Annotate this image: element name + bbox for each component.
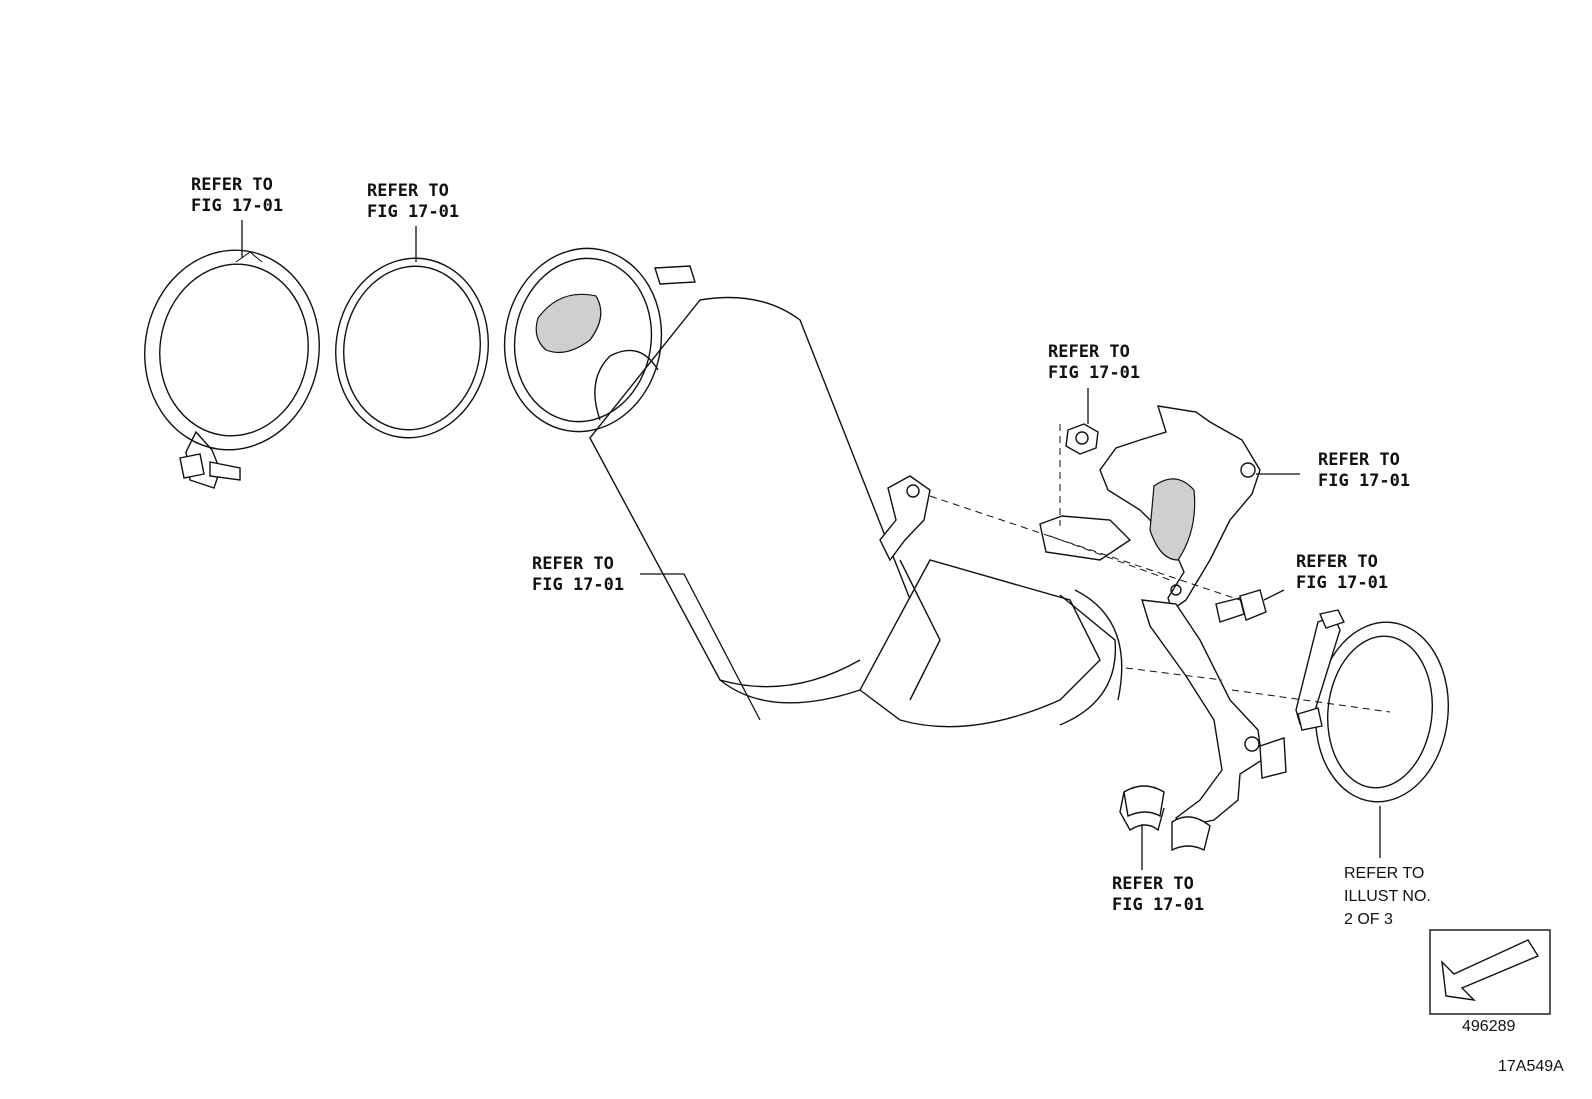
callout-nut-line2: FIG 17-01 xyxy=(1048,363,1141,383)
callout-bracket-line1: REFER TO xyxy=(1318,450,1400,470)
callout-band-line3: 2 OF 3 xyxy=(1344,911,1393,928)
callout-clip-line1: REFER TO xyxy=(1112,874,1194,894)
flange-bolt[interactable] xyxy=(1215,589,1267,623)
callout-bolt-line1: REFER TO xyxy=(1296,552,1378,572)
callout-gasket: REFER TO FIG 17-01 xyxy=(367,181,459,223)
direction-box xyxy=(1429,929,1551,1015)
heat-shield-bracket[interactable] xyxy=(1039,405,1261,612)
exhaust-gasket[interactable] xyxy=(324,248,500,447)
arrow-down-left-icon xyxy=(1441,939,1540,1001)
callout-gasket-line2: FIG 17-01 xyxy=(367,202,460,222)
hex-nut[interactable] xyxy=(1065,423,1099,455)
callout-band: REFER TO ILLUST NO. 2 OF 3 xyxy=(1344,862,1431,931)
illustration-code: 17A549A xyxy=(1498,1058,1564,1075)
callout-bolt: REFER TO FIG 17-01 xyxy=(1296,552,1388,594)
callout-nut: REFER TO FIG 17-01 xyxy=(1048,342,1140,384)
callout-bracket: REFER TO FIG 17-01 xyxy=(1318,450,1410,492)
callout-bolt-line2: FIG 17-01 xyxy=(1296,573,1389,593)
direction-box-code: 496289 xyxy=(1462,1018,1516,1035)
retaining-clip[interactable] xyxy=(1119,785,1165,832)
callout-clamp: REFER TO FIG 17-01 xyxy=(191,175,283,217)
callout-converter: REFER TO FIG 17-01 xyxy=(532,554,624,596)
exhaust-clamp[interactable] xyxy=(132,239,332,489)
callout-clip-line2: FIG 17-01 xyxy=(1112,895,1205,915)
band-clamp[interactable] xyxy=(1295,609,1457,808)
callout-clamp-line1: REFER TO xyxy=(191,175,273,195)
callout-band-line1: REFER TO xyxy=(1344,865,1425,882)
callout-clamp-line2: FIG 17-01 xyxy=(191,196,284,216)
callout-nut-line1: REFER TO xyxy=(1048,342,1130,362)
catalytic-converter[interactable] xyxy=(490,236,1123,728)
support-bracket[interactable] xyxy=(1141,599,1287,852)
callout-clip: REFER TO FIG 17-01 xyxy=(1112,874,1204,916)
callout-converter-line2: FIG 17-01 xyxy=(532,575,625,595)
callout-band-line2: ILLUST NO. xyxy=(1344,888,1431,905)
callout-gasket-line1: REFER TO xyxy=(367,181,449,201)
callout-bracket-line2: FIG 17-01 xyxy=(1318,471,1411,491)
assembly-lines xyxy=(929,424,1391,713)
callout-converter-line1: REFER TO xyxy=(532,554,614,574)
leader-lines xyxy=(241,220,1381,870)
